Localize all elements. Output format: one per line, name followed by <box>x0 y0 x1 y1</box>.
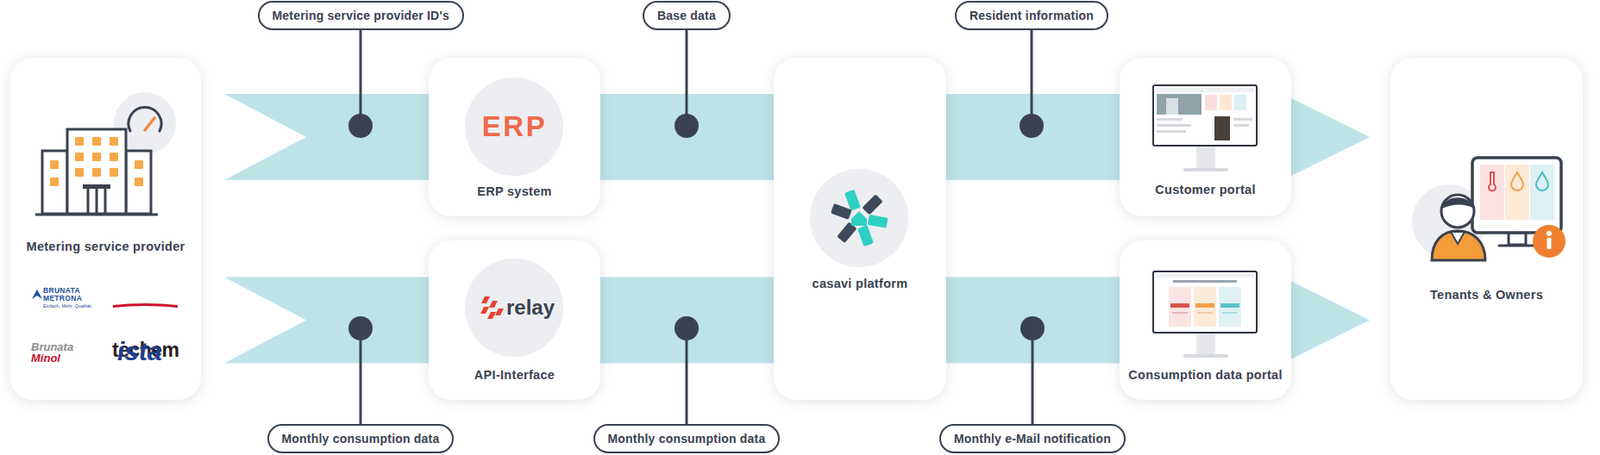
component-card: Tenants & Owners <box>1390 57 1583 401</box>
leader-dot <box>348 316 373 341</box>
leader-line <box>1030 30 1034 126</box>
leader-line <box>1031 328 1035 425</box>
flow-band <box>224 277 438 364</box>
leader-dot <box>674 113 699 139</box>
node-label: ERP <box>428 109 601 145</box>
callout-label: Monthly consumption data <box>282 431 440 447</box>
leader-line <box>685 328 689 425</box>
leader-line <box>685 30 689 126</box>
component-card: casavi platform <box>773 57 947 401</box>
flow-band <box>224 94 438 181</box>
callout-label: Resident information <box>969 7 1094 24</box>
callout-pill: Metering service provider ID's <box>257 0 465 31</box>
callout-label: Monthly consumption data <box>608 431 766 447</box>
node-label: relay <box>506 295 567 320</box>
node-label: Customer portal <box>1119 181 1292 198</box>
flow-band <box>1282 94 1370 181</box>
component-card: ERP ERP system <box>428 57 601 217</box>
callout-label: Monthly e-Mail notification <box>953 431 1111 447</box>
node-label: ista <box>117 338 178 366</box>
component-card: Customer portal <box>1119 57 1292 217</box>
node-label: API-Interface <box>428 367 601 383</box>
leader-dot <box>1019 113 1044 139</box>
flow-band <box>937 94 1129 181</box>
leader-line <box>359 328 363 425</box>
callout-label: Metering service provider ID's <box>272 7 450 24</box>
flow-band <box>591 94 783 181</box>
node-label: Einfach. Mehr. Qualität. <box>43 303 104 309</box>
node-label: Consumption data portal <box>1119 367 1292 383</box>
node-label: ERP system <box>428 183 601 200</box>
leader-dot <box>1020 316 1045 341</box>
component-card: Metering service providerBRUNATA METRONA… <box>10 57 201 401</box>
component-card: Consumption data portal <box>1119 240 1292 401</box>
leader-lines <box>360 30 1033 425</box>
callout-label: Base data <box>657 7 716 24</box>
callout-pill: Monthly consumption data <box>593 424 781 454</box>
node-label: casavi platform <box>773 276 947 292</box>
flow-band <box>1282 277 1370 364</box>
callout-pill: Resident information <box>954 0 1109 31</box>
node-label: Tenants & Owners <box>1390 287 1583 303</box>
callout-pill: Monthly e-Mail notification <box>939 424 1126 454</box>
leader-dot <box>674 316 699 341</box>
node-label: BRUNATA METRONA <box>43 287 88 303</box>
node-label: Metering service provider <box>10 238 201 255</box>
callout-pill: Base data <box>642 0 731 31</box>
leader-line <box>359 30 363 126</box>
component-card: relayAPI-Interface <box>428 240 601 401</box>
callout-pill: Monthly consumption data <box>267 424 455 454</box>
flow-band <box>937 277 1129 364</box>
node-label: Brunata Minol <box>31 341 90 364</box>
leader-dot <box>348 113 373 139</box>
flow-band <box>591 277 783 364</box>
